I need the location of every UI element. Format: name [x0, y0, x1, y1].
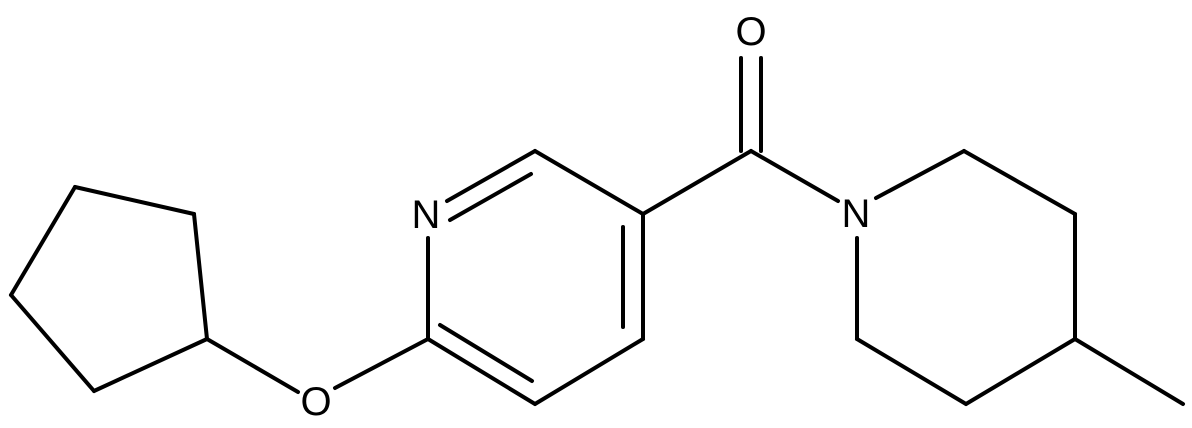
bond-cp1-cp2	[73, 185, 196, 216]
bond-piperidine-c5-c6	[855, 337, 968, 406]
bond-cp3-ether-oxygen	[205, 337, 300, 394]
bond-pyridine-c2-c3	[426, 337, 537, 406]
bond-piperidine-c4-methyl	[1073, 337, 1185, 406]
bond-piperidine-c4-c5	[964, 337, 1077, 406]
bond-pyridine-c6-n1	[445, 149, 537, 203]
bond-cp5-cp1	[9, 185, 77, 297]
bond-pyridine-c6-n1-inner	[448, 172, 533, 222]
bond-pyridine-c5-carbonyl-carbon	[641, 149, 753, 216]
piperidine-nitrogen-label: N	[842, 192, 871, 236]
bond-pyridine-c5-c6	[533, 149, 645, 216]
bond-ether-oxygen-pyridine-c2	[333, 337, 430, 390]
bond-pyridine-c2-c3-inner	[438, 323, 534, 383]
bond-pyridine-c3-c4	[533, 337, 645, 406]
ether-oxygen-label: O	[300, 380, 331, 424]
atom-labels: O N N O	[300, 10, 870, 424]
pyridine-nitrogen-label: N	[412, 193, 441, 237]
bond-cp3-cp4	[92, 337, 209, 393]
bonds	[9, 56, 1185, 406]
bond-piperidine-c2-c3	[962, 149, 1077, 216]
bond-cp4-cp5	[9, 293, 96, 393]
bond-piperidine-n-c2	[874, 149, 966, 200]
bond-carbonyl-carbon-piperidine-n	[749, 149, 840, 203]
bond-cp2-cp3	[192, 212, 209, 341]
carbonyl-oxygen-label: O	[735, 10, 766, 54]
